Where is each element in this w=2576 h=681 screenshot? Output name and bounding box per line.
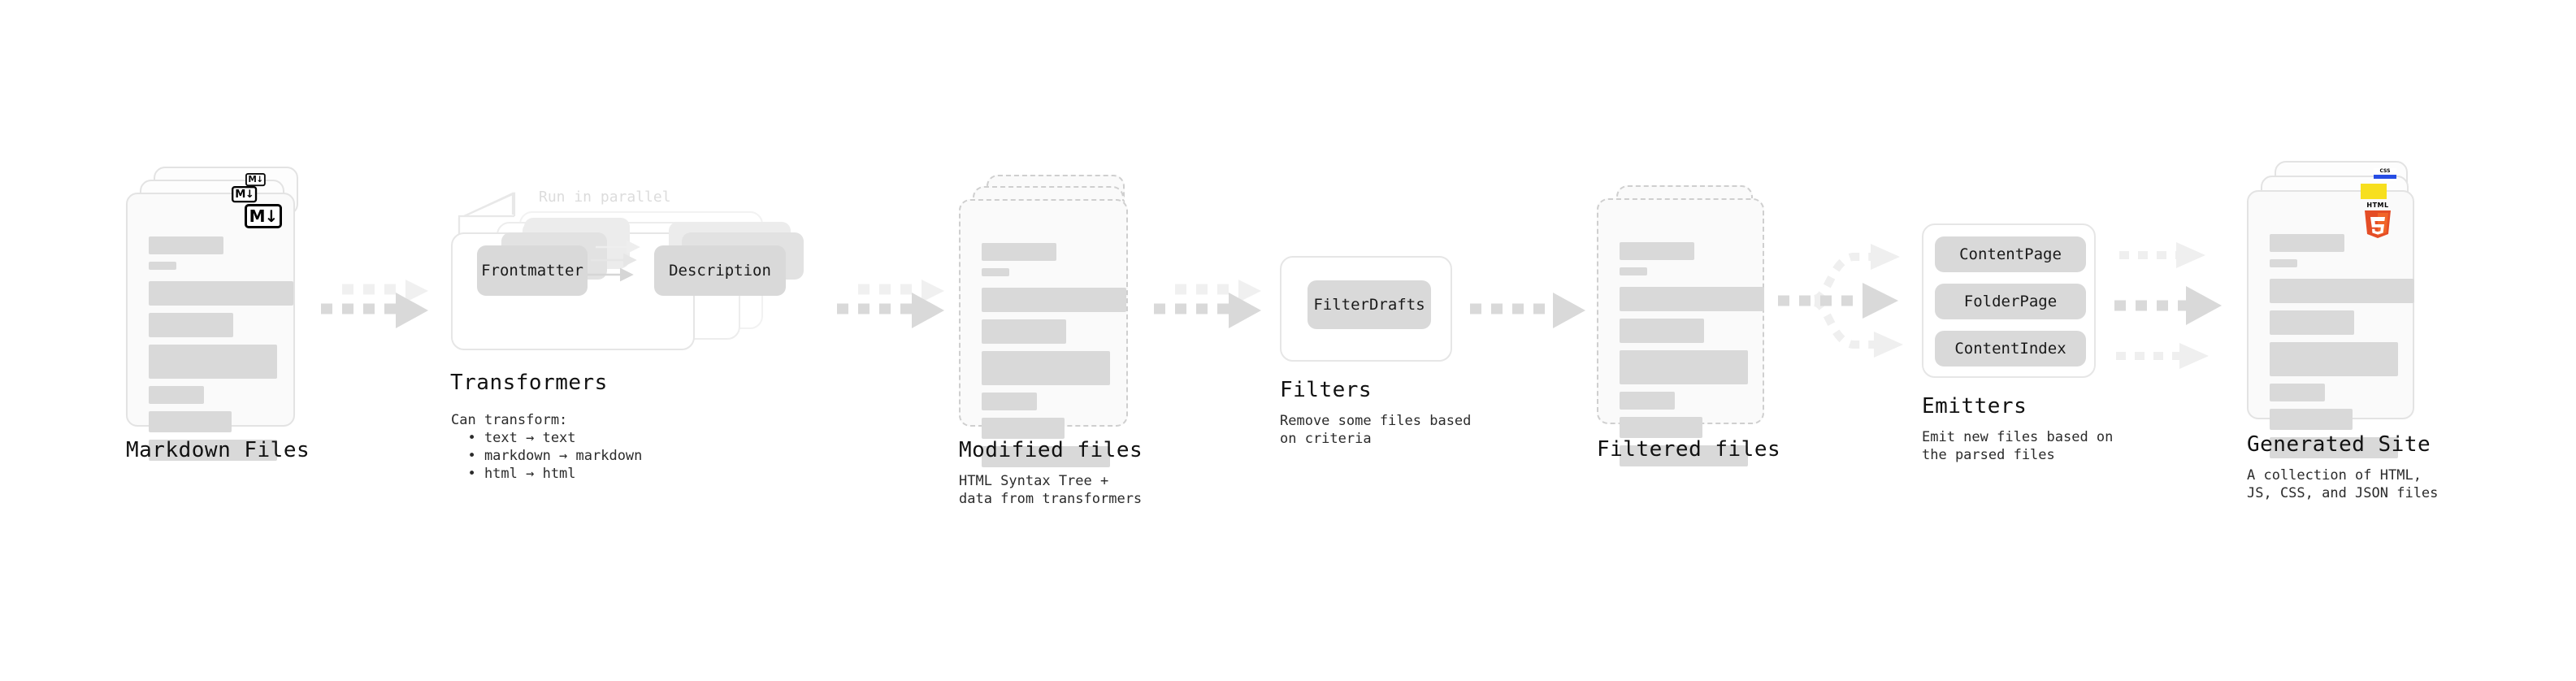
js-badge-icon <box>2361 184 2387 199</box>
emitter-contentpage-pill[interactable]: ContentPage <box>1935 236 2086 272</box>
emitter-contentpage-label: ContentPage <box>1959 245 2062 263</box>
file-card-front <box>2247 190 2414 458</box>
file-card-line <box>982 446 1110 467</box>
emitter-contentindex-label: ContentIndex <box>1954 340 2066 358</box>
connector-emitters-to-site <box>2114 242 2222 369</box>
filtered-file-stack <box>1597 185 1772 466</box>
file-card-content <box>149 236 293 468</box>
file-card-line <box>149 262 176 270</box>
file-card-line <box>149 313 233 337</box>
file-card-line <box>1620 445 1748 466</box>
transformer-frontmatter-pill[interactable]: Frontmatter <box>477 245 588 296</box>
stage-subtitle-modified-files: HTML Syntax Tree + data from transformer… <box>959 473 1143 507</box>
file-card-line <box>149 386 204 404</box>
file-card-line <box>982 418 1065 439</box>
stage-subtitle-transformers: Can transform: • text → text • markdown … <box>451 412 643 482</box>
stage-modified-files: Modified files HTML Syntax Tree + data f… <box>959 175 1143 507</box>
stage-title-filtered-files: Filtered files <box>1597 437 1781 462</box>
generated-site-file-stack: CSS HTML <box>2247 161 2434 458</box>
file-card-front <box>126 193 295 461</box>
file-card-line <box>2270 234 2344 252</box>
run-in-parallel-leader <box>458 192 516 237</box>
file-card-line <box>982 243 1056 261</box>
file-card-line <box>149 281 293 306</box>
file-card-line <box>982 393 1037 410</box>
html5-badge-icon: HTML <box>2362 202 2393 239</box>
html5-badge-label: HTML <box>2366 202 2389 209</box>
file-card-line <box>1620 287 1764 311</box>
stage-title-filters: Filters <box>1280 378 1373 402</box>
file-card-line <box>1620 319 1704 343</box>
file-card-line <box>2270 437 2398 458</box>
file-card-line <box>1620 417 1702 438</box>
file-card-line <box>149 236 223 254</box>
file-card-content <box>982 243 1126 475</box>
file-card-line <box>1620 242 1694 260</box>
file-card-front <box>959 199 1128 467</box>
annotation-run-in-parallel: Run in parallel <box>539 189 671 206</box>
file-card-line <box>2270 259 2297 267</box>
stage-subtitle-filters: Remove some files based on criteria <box>1280 413 1472 447</box>
transformer-description-pill[interactable]: Description <box>654 245 786 296</box>
modified-file-stack <box>959 175 1134 467</box>
connector-md-to-transformers <box>321 280 428 328</box>
connector-filters-to-filtered <box>1470 293 1585 328</box>
file-card-line <box>1620 267 1647 275</box>
file-card-line <box>149 440 277 461</box>
stage-title-emitters: Emitters <box>1922 394 2027 419</box>
emitter-contentindex-pill[interactable]: ContentIndex <box>1935 331 2086 367</box>
file-card-line <box>2270 279 2414 303</box>
filters-box: FilterDrafts <box>1280 256 1452 362</box>
file-card-line <box>982 288 1126 312</box>
transformer-description-label: Description <box>669 262 771 280</box>
markdown-badge-back: M↓ <box>245 173 266 187</box>
stage-title-generated-site: Generated Site <box>2247 432 2431 457</box>
css-badge-bar <box>2374 175 2396 179</box>
css-badge-label: CSS <box>2379 168 2391 174</box>
filter-filterdrafts-label: FilterDrafts <box>1313 296 1425 314</box>
connector-filtered-to-emitters <box>1778 244 1903 358</box>
connector-transformers-to-modified <box>837 280 944 328</box>
stage-subtitle-emitters: Emit new files based on the parsed files <box>1922 429 2114 463</box>
file-card-line <box>2270 310 2354 335</box>
file-card-line <box>2270 409 2353 430</box>
stage-markdown-files: M↓ M↓ M↓ Markdown Files <box>126 167 310 462</box>
stage-title-markdown-files: Markdown Files <box>126 438 310 462</box>
file-card-line <box>982 268 1009 276</box>
emitter-folderpage-label: FolderPage <box>1963 293 2058 310</box>
stage-title-modified-files: Modified files <box>959 438 1143 462</box>
transformer-frontmatter-label: Frontmatter <box>481 262 583 280</box>
file-card-content <box>2270 234 2414 466</box>
file-card-line <box>1620 392 1675 410</box>
file-card-line <box>149 411 232 432</box>
stage-subtitle-generated-site: A collection of HTML, JS, CSS, and JSON … <box>2247 467 2439 501</box>
file-card-line <box>149 345 277 379</box>
connector-modified-to-filters <box>1154 280 1261 328</box>
emitter-folderpage-pill[interactable]: FolderPage <box>1935 284 2086 319</box>
filter-filterdrafts-pill[interactable]: FilterDrafts <box>1308 280 1431 329</box>
markdown-badge-mid: M↓ <box>232 186 258 203</box>
stage-title-transformers: Transformers <box>450 371 608 395</box>
emitters-box: ContentPage FolderPage ContentIndex <box>1922 223 2096 378</box>
file-card-line <box>1620 350 1748 384</box>
transformer-internal-arrows <box>584 240 640 282</box>
file-card-line <box>982 319 1066 344</box>
stage-generated-site: CSS HTML Generated Site A collection of … <box>2247 161 2438 501</box>
markdown-file-stack: M↓ M↓ M↓ <box>126 167 301 461</box>
file-card-line <box>2270 342 2398 376</box>
file-card-content <box>1620 242 1764 474</box>
css-badge-icon: CSS <box>2374 168 2396 181</box>
file-card-line <box>982 351 1110 385</box>
markdown-badge-icon: M↓ <box>245 204 282 228</box>
file-card-front <box>1597 198 1764 466</box>
stage-filtered-files: Filtered files <box>1597 185 1780 466</box>
file-card-line <box>2270 384 2325 401</box>
